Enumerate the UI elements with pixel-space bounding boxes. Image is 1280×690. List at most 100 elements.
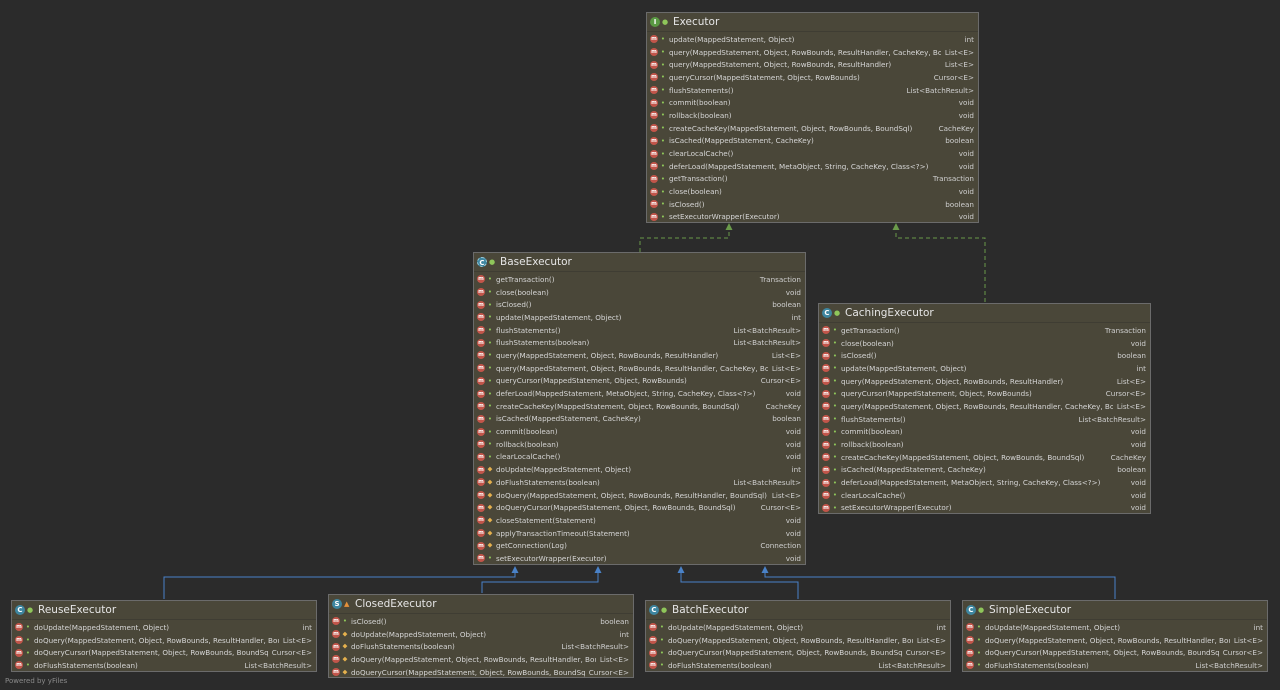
method-row[interactable]: m•clearLocalCache()void [819, 489, 1150, 502]
method-row[interactable]: m•doQueryCursor(MappedStatement, Object,… [963, 646, 1267, 659]
method-row[interactable]: m•setExecutorWrapper(Executor)void [474, 552, 805, 564]
method-icon: m [15, 623, 23, 632]
public-marker-icon: • [976, 661, 982, 670]
method-row[interactable]: m⬥doUpdate(MappedStatement, Object)int [329, 628, 633, 641]
method-return-type: List<E> [944, 60, 974, 70]
method-row[interactable]: m•doUpdate(MappedStatement, Object)int [12, 621, 316, 634]
method-row[interactable]: m•query(MappedStatement, Object, RowBoun… [647, 46, 978, 59]
method-row[interactable]: m•flushStatements(boolean)List<BatchResu… [474, 336, 805, 349]
class-base-executor[interactable]: C ● BaseExecutor m•getTransaction()Trans… [473, 252, 806, 565]
edge-arrowhead [511, 566, 519, 573]
method-row[interactable]: m•isCached(MappedStatement, CacheKey)boo… [647, 135, 978, 148]
method-row[interactable]: m•isClosed()boolean [474, 298, 805, 311]
method-row[interactable]: m•setExecutorWrapper(Executor)void [647, 211, 978, 222]
method-row[interactable]: m⬥doQuery(MappedStatement, Object, RowBo… [329, 653, 633, 666]
method-row[interactable]: m•getTransaction()Transaction [474, 273, 805, 286]
method-row[interactable]: m•queryCursor(MappedStatement, Object, R… [647, 71, 978, 84]
method-icon: m [650, 60, 658, 69]
method-row[interactable]: m•deferLoad(MappedStatement, MetaObject,… [647, 160, 978, 173]
class-batch-executor[interactable]: C ● BatchExecutor m•doUpdate(MappedState… [645, 600, 951, 672]
method-signature: queryCursor(MappedStatement, Object, Row… [841, 389, 1032, 399]
method-signature: doQueryCursor(MappedStatement, Object, R… [34, 648, 268, 658]
method-row[interactable]: m•close(boolean)void [819, 337, 1150, 350]
method-row[interactable]: m•doQuery(MappedStatement, Object, RowBo… [646, 634, 950, 647]
method-row[interactable]: m•queryCursor(MappedStatement, Object, R… [474, 375, 805, 388]
method-signature: closeStatement(Statement) [496, 515, 596, 525]
method-row[interactable]: m•isClosed()boolean [329, 615, 633, 628]
edge-arrowhead [725, 223, 733, 230]
edge-arrowhead [677, 566, 685, 573]
public-marker-icon: • [487, 288, 493, 297]
method-row[interactable]: m•isClosed()boolean [647, 198, 978, 211]
method-row[interactable]: m•doFlushStatements(boolean)List<BatchRe… [646, 659, 950, 671]
method-row[interactable]: m⬥doQuery(MappedStatement, Object, RowBo… [474, 489, 805, 502]
method-row[interactable]: m•deferLoad(MappedStatement, MetaObject,… [819, 476, 1150, 489]
method-row[interactable]: m•rollback(boolean)void [819, 438, 1150, 451]
method-row[interactable]: m⬥doFlushStatements(boolean)List<BatchRe… [329, 640, 633, 653]
class-caching-executor[interactable]: C ● CachingExecutor m•getTransaction()Tr… [818, 303, 1151, 514]
method-row[interactable]: m•query(MappedStatement, Object, RowBoun… [819, 375, 1150, 388]
public-marker-icon: • [660, 86, 666, 95]
method-row[interactable]: m•getTransaction()Transaction [819, 324, 1150, 337]
method-row[interactable]: m•query(MappedStatement, Object, RowBoun… [819, 400, 1150, 413]
method-row[interactable]: m•isCached(MappedStatement, CacheKey)boo… [819, 464, 1150, 477]
method-row[interactable]: m•query(MappedStatement, Object, RowBoun… [647, 58, 978, 71]
method-row[interactable]: m•queryCursor(MappedStatement, Object, R… [819, 387, 1150, 400]
method-row[interactable]: m•query(MappedStatement, Object, RowBoun… [474, 349, 805, 362]
method-row[interactable]: m•commit(boolean)void [474, 425, 805, 438]
method-row[interactable]: m•update(MappedStatement, Object)int [819, 362, 1150, 375]
method-row[interactable]: m•update(MappedStatement, Object)int [647, 33, 978, 46]
method-row[interactable]: m•doQuery(MappedStatement, Object, RowBo… [12, 634, 316, 647]
method-row[interactable]: m•rollback(boolean)void [474, 438, 805, 451]
class-reuse-executor[interactable]: C ● ReuseExecutor m•doUpdate(MappedState… [11, 600, 317, 672]
method-return-type: int [791, 465, 801, 475]
method-icon: m [822, 351, 830, 360]
method-row[interactable]: m⬥doQueryCursor(MappedStatement, Object,… [474, 501, 805, 514]
method-row[interactable]: m•doFlushStatements(boolean)List<BatchRe… [963, 659, 1267, 671]
method-return-type: List<E> [944, 47, 974, 57]
method-row[interactable]: m•doQueryCursor(MappedStatement, Object,… [646, 646, 950, 659]
method-row[interactable]: m⬥doFlushStatements(boolean)List<BatchRe… [474, 476, 805, 489]
method-row[interactable]: m•createCacheKey(MappedStatement, Object… [474, 400, 805, 413]
method-row[interactable]: m•close(boolean)void [647, 185, 978, 198]
method-row[interactable]: m•flushStatements()List<BatchResult> [474, 324, 805, 337]
method-row[interactable]: m⬥closeStatement(Statement)void [474, 514, 805, 527]
class-simple-executor[interactable]: C ● SimpleExecutor m•doUpdate(MappedStat… [962, 600, 1268, 672]
method-row[interactable]: m⬥doQueryCursor(MappedStatement, Object,… [329, 666, 633, 677]
method-row[interactable]: m•doQuery(MappedStatement, Object, RowBo… [963, 634, 1267, 647]
method-row[interactable]: m•commit(boolean)void [819, 426, 1150, 439]
method-row[interactable]: m•isClosed()boolean [819, 349, 1150, 362]
method-row[interactable]: m•getTransaction()Transaction [647, 173, 978, 186]
method-row[interactable]: m•isCached(MappedStatement, CacheKey)boo… [474, 413, 805, 426]
public-marker-icon: • [660, 111, 666, 120]
method-row[interactable]: m•setExecutorWrapper(Executor)void [819, 502, 1150, 513]
method-row[interactable]: m•doUpdate(MappedStatement, Object)int [963, 621, 1267, 634]
method-row[interactable]: m•deferLoad(MappedStatement, MetaObject,… [474, 387, 805, 400]
method-row[interactable]: m⬥applyTransactionTimeout(Statement)void [474, 527, 805, 540]
method-row[interactable]: m•doUpdate(MappedStatement, Object)int [646, 621, 950, 634]
method-row[interactable]: m•update(MappedStatement, Object)int [474, 311, 805, 324]
method-row[interactable]: m•rollback(boolean)void [647, 109, 978, 122]
method-icon: m [650, 200, 658, 209]
method-row[interactable]: m•flushStatements()List<BatchResult> [647, 84, 978, 97]
method-signature: setExecutorWrapper(Executor) [496, 553, 607, 563]
method-row[interactable]: m⬥doUpdate(MappedStatement, Object)int [474, 463, 805, 476]
method-row[interactable]: m•commit(boolean)void [647, 96, 978, 109]
method-row[interactable]: m⬥getConnection(Log)Connection [474, 539, 805, 552]
method-row[interactable]: m•flushStatements()List<BatchResult> [819, 413, 1150, 426]
method-row[interactable]: m•createCacheKey(MappedStatement, Object… [647, 122, 978, 135]
public-marker-icon: • [487, 452, 493, 461]
method-icon: m [477, 351, 485, 360]
public-marker-icon: • [25, 623, 31, 632]
method-signature: commit(boolean) [841, 427, 903, 437]
method-row[interactable]: m•doQueryCursor(MappedStatement, Object,… [12, 646, 316, 659]
method-row[interactable]: m•clearLocalCache()void [474, 451, 805, 464]
public-marker-icon: • [660, 187, 666, 196]
method-row[interactable]: m•close(boolean)void [474, 286, 805, 299]
method-row[interactable]: m•createCacheKey(MappedStatement, Object… [819, 451, 1150, 464]
method-row[interactable]: m•query(MappedStatement, Object, RowBoun… [474, 362, 805, 375]
method-row[interactable]: m•clearLocalCache()void [647, 147, 978, 160]
method-row[interactable]: m•doFlushStatements(boolean)List<BatchRe… [12, 659, 316, 671]
class-executor[interactable]: I ● Executor m•update(MappedStatement, O… [646, 12, 979, 223]
